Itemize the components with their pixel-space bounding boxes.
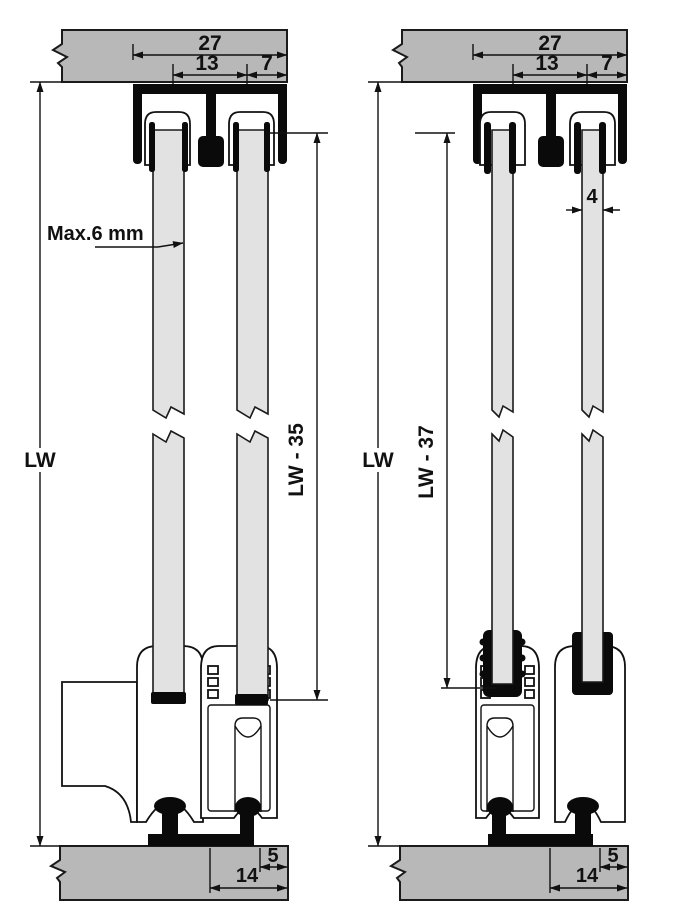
dim-glass-thickness: 4 [586,186,598,208]
dim-panel-height-left: LW - 35 [285,423,308,497]
dim-track-edge-left: 7 [261,52,273,75]
roller-wheel [234,717,262,812]
ceiling-block [391,29,628,83]
dim-panel-height-right: LW - 37 [415,425,438,499]
wall-bracket [61,681,138,823]
dim-floor-inset-right: 5 [607,845,618,867]
dimension-lines [30,44,328,893]
floor-guide-track [487,797,599,846]
dim-glass-max-thickness: Max.6 mm [47,223,144,245]
dim-clear-height-left: LW [24,449,56,472]
dim-track-centers-left: 13 [195,52,218,75]
ceiling-block [51,29,288,83]
glass-panel-fixed [152,129,185,699]
dim-floor-inset-left: 5 [267,845,278,867]
dim-floor-track-width-right: 14 [576,865,599,887]
sliding-glass-seal [235,694,268,705]
fixed-glass-seal [151,692,186,704]
glass-panel-fixed [581,129,604,683]
glass-panel-sliding [491,129,514,685]
dim-clear-height-right: LW [362,449,394,472]
dim-floor-track-width-left: 14 [236,865,259,887]
top-gaskets [484,122,606,174]
dimension-lines [368,44,628,893]
dim-track-width-left: 27 [198,32,221,55]
dim-track-width-right: 27 [538,32,561,55]
top-track-profile [133,84,287,167]
top-gaskets [149,122,270,172]
left-section-view: 27 13 7 LW LW - 35 Max.6 mm 5 14 [24,29,328,901]
right-section-view: 27 13 7 LW LW - 37 4 5 14 [362,29,629,901]
top-track-profile [473,84,627,167]
dim-track-centers-right: 13 [535,52,558,75]
dim-track-edge-right: 7 [601,52,613,75]
glass-panel-sliding [236,129,269,701]
floor-guide-track [148,797,261,846]
roller-wheel [486,717,514,812]
